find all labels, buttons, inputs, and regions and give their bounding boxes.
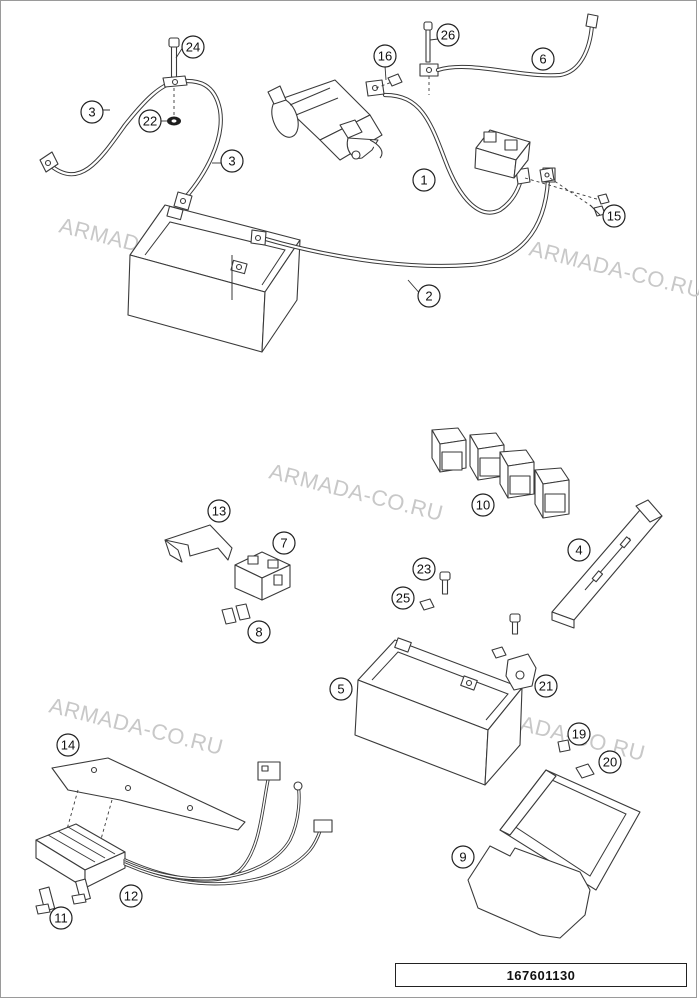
svg-text:26: 26 bbox=[441, 28, 455, 43]
callout-4: 4 bbox=[567, 538, 591, 562]
svg-text:8: 8 bbox=[255, 625, 262, 640]
svg-text:13: 13 bbox=[212, 504, 226, 519]
callout-21: 21 bbox=[534, 674, 558, 698]
callout-10: 10 bbox=[471, 493, 495, 517]
bolt-16 bbox=[375, 73, 403, 89]
starter-motor bbox=[267, 79, 383, 161]
callout-24: 24 bbox=[181, 35, 205, 59]
callout-3b: 3 bbox=[220, 149, 244, 173]
callout-23: 23 bbox=[412, 557, 436, 581]
relay bbox=[234, 551, 291, 601]
clip-20 bbox=[575, 763, 595, 779]
callout-19: 19 bbox=[567, 722, 591, 746]
starter-relay bbox=[474, 129, 555, 183]
voltage-regulator bbox=[35, 823, 126, 889]
svg-text:19: 19 bbox=[572, 727, 586, 742]
svg-text:15: 15 bbox=[607, 209, 621, 224]
svg-text:25: 25 bbox=[396, 591, 410, 606]
callout-7: 7 bbox=[272, 531, 296, 555]
fuse-holders bbox=[431, 427, 570, 519]
callout-2: 2 bbox=[417, 284, 441, 308]
svg-text:16: 16 bbox=[378, 49, 392, 64]
regulator-harness bbox=[123, 761, 333, 886]
svg-text:24: 24 bbox=[186, 40, 200, 55]
screw-23 bbox=[439, 571, 451, 595]
battery-strap-bracket bbox=[551, 499, 663, 629]
callout-6: 6 bbox=[531, 47, 555, 71]
starter-cable bbox=[365, 79, 531, 215]
svg-text:11: 11 bbox=[54, 911, 68, 926]
svg-text:12: 12 bbox=[124, 889, 138, 904]
bolts-11 bbox=[35, 878, 91, 915]
svg-text:2: 2 bbox=[425, 289, 432, 304]
callout-26: 26 bbox=[436, 23, 460, 47]
battery-cover bbox=[467, 845, 591, 939]
callout-1: 1 bbox=[412, 168, 436, 192]
bolt-24 bbox=[162, 37, 188, 115]
battery-tray bbox=[499, 769, 641, 891]
fuses bbox=[221, 603, 251, 625]
callout-20: 20 bbox=[598, 750, 622, 774]
callout-9: 9 bbox=[451, 845, 475, 869]
svg-text:9: 9 bbox=[459, 850, 466, 865]
main-cable bbox=[435, 13, 599, 78]
callout-15: 15 bbox=[602, 204, 626, 228]
callout-22: 22 bbox=[138, 109, 162, 133]
watermark-3: ARMADA-CO.RU bbox=[267, 459, 446, 526]
callout-8: 8 bbox=[247, 620, 271, 644]
svg-text:3: 3 bbox=[228, 154, 235, 169]
svg-text:4: 4 bbox=[575, 543, 582, 558]
ground-cable bbox=[39, 78, 223, 211]
relay-bracket bbox=[164, 524, 233, 563]
callout-12: 12 bbox=[119, 884, 143, 908]
svg-text:14: 14 bbox=[61, 738, 75, 753]
callout-25: 25 bbox=[391, 586, 415, 610]
bolts-15 bbox=[524, 177, 610, 217]
svg-text:20: 20 bbox=[603, 755, 617, 770]
svg-text:10: 10 bbox=[476, 498, 490, 513]
screw-19 bbox=[557, 739, 571, 753]
svg-text:21: 21 bbox=[539, 679, 553, 694]
callout-16: 16 bbox=[373, 44, 397, 68]
svg-text:1: 1 bbox=[420, 173, 427, 188]
svg-text:23: 23 bbox=[417, 562, 431, 577]
callout-3a: 3 bbox=[80, 100, 104, 124]
svg-text:6: 6 bbox=[539, 52, 546, 67]
battery-terminal-cover bbox=[505, 653, 537, 691]
battery bbox=[354, 637, 523, 786]
callout-13: 13 bbox=[207, 499, 231, 523]
callout-5: 5 bbox=[329, 677, 353, 701]
callout-14: 14 bbox=[56, 733, 80, 757]
washer-22 bbox=[167, 116, 181, 126]
battery-top bbox=[127, 204, 301, 353]
svg-text:5: 5 bbox=[337, 682, 344, 697]
bolt-26 bbox=[419, 21, 439, 95]
callout-11: 11 bbox=[49, 906, 73, 930]
watermark-2: ARMADA-CO.RU bbox=[527, 236, 699, 303]
diagram-code-label: 167601130 bbox=[395, 963, 687, 987]
terminal-screw bbox=[491, 613, 521, 659]
nut-25 bbox=[419, 598, 435, 611]
svg-text:3: 3 bbox=[88, 105, 95, 120]
svg-text:22: 22 bbox=[143, 114, 157, 129]
svg-text:7: 7 bbox=[280, 536, 287, 551]
